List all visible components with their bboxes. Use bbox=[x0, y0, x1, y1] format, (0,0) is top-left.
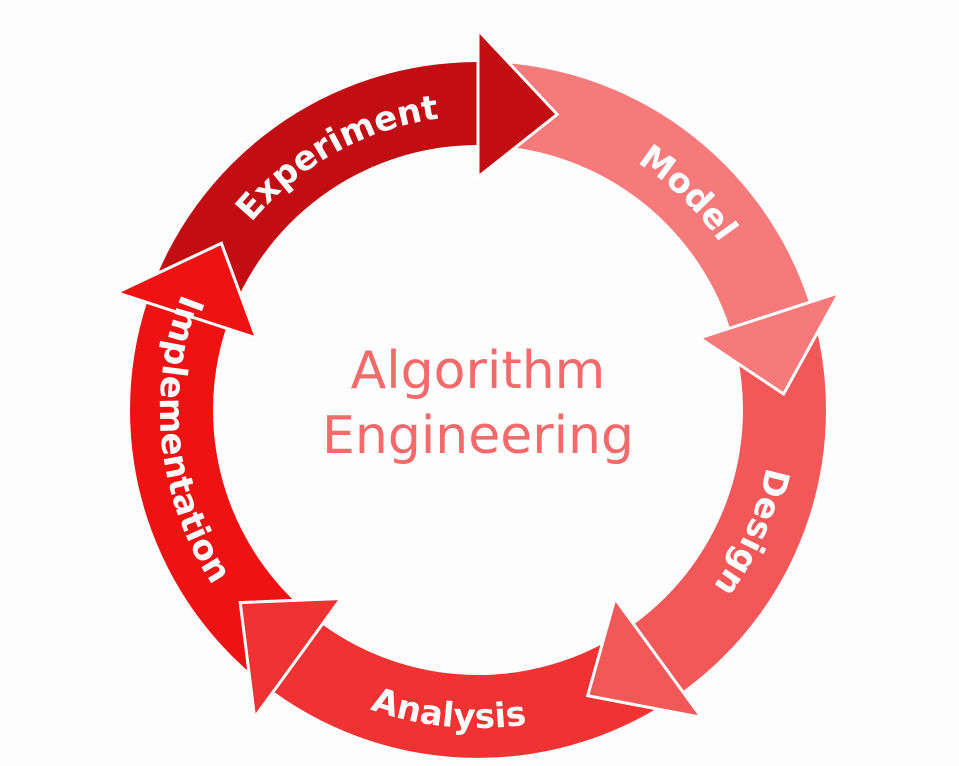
design-arrow-body bbox=[633, 302, 826, 692]
analysis-arrow-head bbox=[238, 596, 345, 722]
implementation-arrow-body bbox=[130, 302, 323, 692]
analysis-arrow-body bbox=[273, 624, 683, 758]
implementation-arrow-head bbox=[112, 241, 259, 341]
model-arrow-head bbox=[696, 290, 843, 397]
experiment-arrow-head bbox=[476, 26, 560, 181]
arrow-heads bbox=[112, 26, 843, 722]
design-arrow-head bbox=[585, 595, 705, 720]
model-arrow-body bbox=[478, 62, 809, 329]
center-title-line-1: Algorithm bbox=[351, 341, 606, 401]
center-title-line-2: Engineering bbox=[322, 406, 634, 466]
